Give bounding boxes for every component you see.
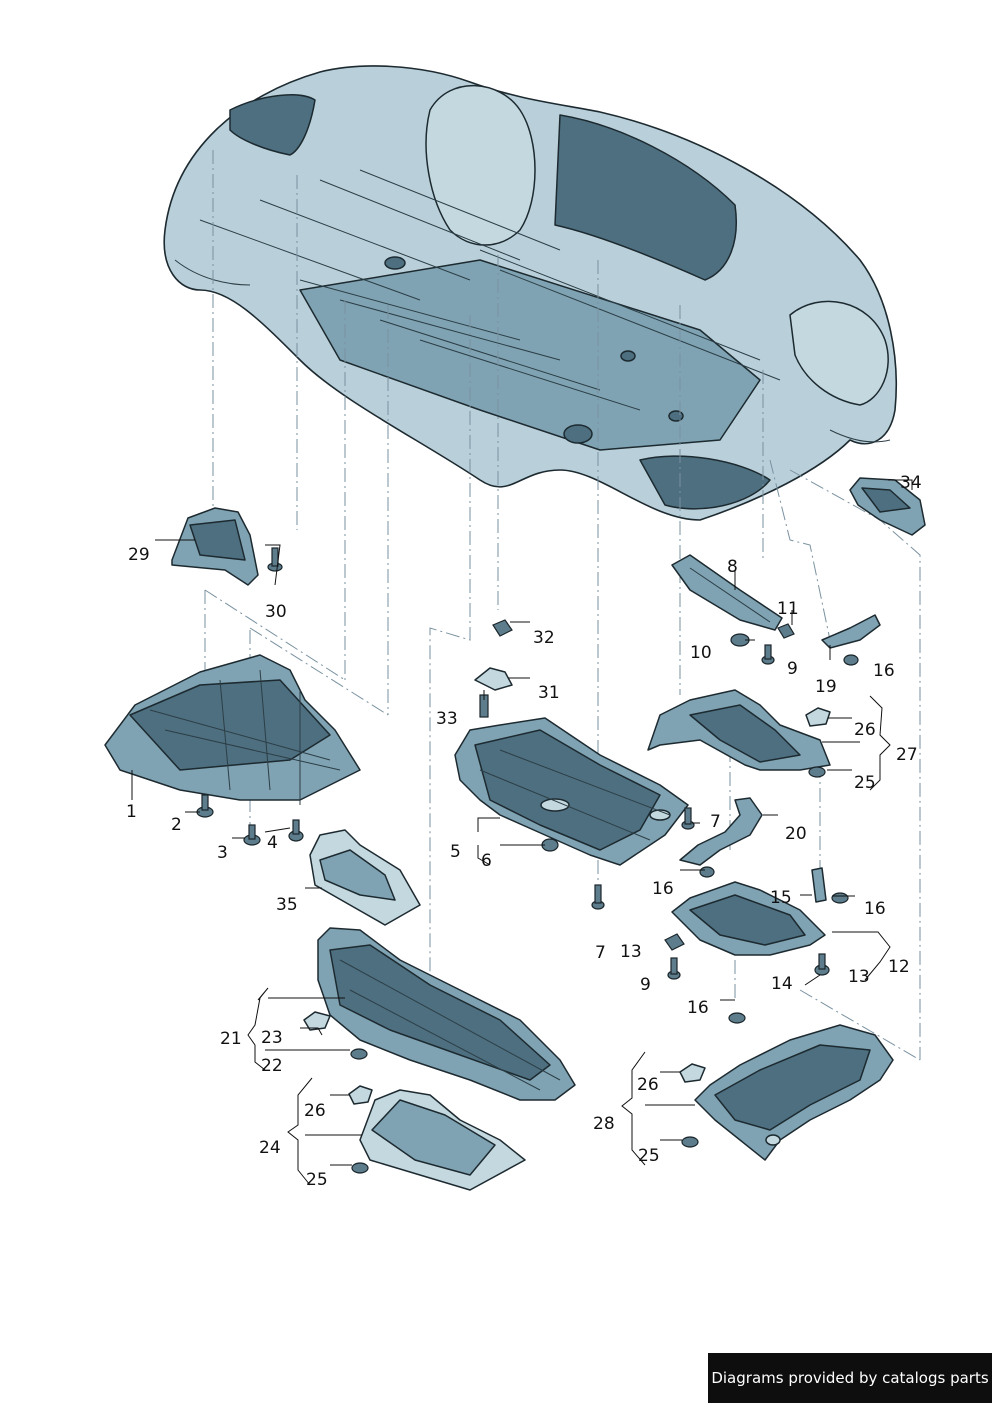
callout-34: 34 (900, 473, 922, 493)
callout-19: 19 (815, 677, 837, 697)
callout-labels: 29 30 1 2 3 4 35 5 6 7 7 20 8 11 10 9 16… (126, 473, 922, 1190)
callout-9-lower: 9 (640, 975, 651, 995)
callout-14: 14 (771, 974, 793, 994)
part-34-rear-trim (849, 477, 926, 536)
clips-25-26-left (348, 1085, 373, 1174)
callout-16-right: 16 (864, 899, 886, 919)
part-19-bracket (821, 614, 881, 666)
callout-15: 15 (770, 888, 792, 908)
callout-28: 28 (593, 1114, 615, 1134)
callout-31: 31 (538, 683, 560, 703)
callout-10: 10 (690, 643, 712, 663)
callout-24: 24 (259, 1138, 281, 1158)
callout-25-left: 25 (306, 1170, 328, 1190)
callout-13-right: 13 (848, 967, 870, 987)
callout-33: 33 (436, 709, 458, 729)
callout-29: 29 (128, 545, 150, 565)
leader-lines (131, 479, 913, 1186)
callout-26-left: 26 (304, 1101, 326, 1121)
part-20-bracket (679, 797, 763, 878)
callout-13-left: 13 (620, 942, 642, 962)
part-24-rear-heat-shield (359, 1089, 526, 1191)
callout-22: 22 (261, 1056, 283, 1076)
part-30-bolt (267, 547, 283, 572)
part-12-rear-underbody-panel (671, 881, 826, 956)
callout-5: 5 (450, 842, 461, 862)
callout-26-upper: 26 (854, 720, 876, 740)
callout-21: 21 (220, 1029, 242, 1049)
vehicle-body-underside (163, 65, 898, 521)
callout-35: 35 (276, 895, 298, 915)
callout-23: 23 (261, 1028, 283, 1048)
callout-32: 32 (533, 628, 555, 648)
callout-6: 6 (481, 851, 492, 871)
clips-31-32-33 (474, 619, 513, 718)
callout-26-right: 26 (637, 1075, 659, 1095)
part-35-heat-shield (309, 829, 421, 926)
fasteners-13-14-15-16 (664, 867, 849, 1024)
callout-30: 30 (265, 602, 287, 622)
part-27-side-underbody-panel (647, 689, 831, 771)
callout-3: 3 (217, 843, 228, 863)
callout-16-upper: 16 (873, 661, 895, 681)
part-28-rear-side-panel (694, 1024, 894, 1161)
part-5-main-underbody-panel (454, 717, 689, 866)
callout-20: 20 (785, 824, 807, 844)
callout-16-mid: 16 (652, 879, 674, 899)
fasteners-9-10-11 (730, 623, 795, 665)
fasteners-7 (591, 807, 695, 910)
callout-16-lower: 16 (687, 998, 709, 1018)
part-29-wheel-housing-liner (171, 507, 259, 586)
callout-8: 8 (727, 557, 738, 577)
part-1-front-underbody-panel (104, 654, 361, 805)
clips-25-26-right-lower (679, 1063, 706, 1148)
callout-25-right: 25 (638, 1146, 660, 1166)
callout-11: 11 (777, 599, 799, 619)
callout-2: 2 (171, 815, 182, 835)
callout-4: 4 (267, 833, 278, 853)
callout-9-upper: 9 (787, 659, 798, 679)
callout-7-upper: 7 (710, 812, 721, 832)
callout-1: 1 (126, 802, 137, 822)
callout-25-upper: 25 (854, 773, 876, 793)
fasteners-2-3-4 (196, 794, 304, 846)
callout-27: 27 (896, 745, 918, 765)
part-21-center-underbody-panel (317, 927, 576, 1101)
callout-12: 12 (888, 957, 910, 977)
catalog-credit-banner: Diagrams provided by catalogs parts (708, 1353, 992, 1403)
callout-7-lower: 7 (595, 943, 606, 963)
part-8-bracket (671, 554, 783, 631)
